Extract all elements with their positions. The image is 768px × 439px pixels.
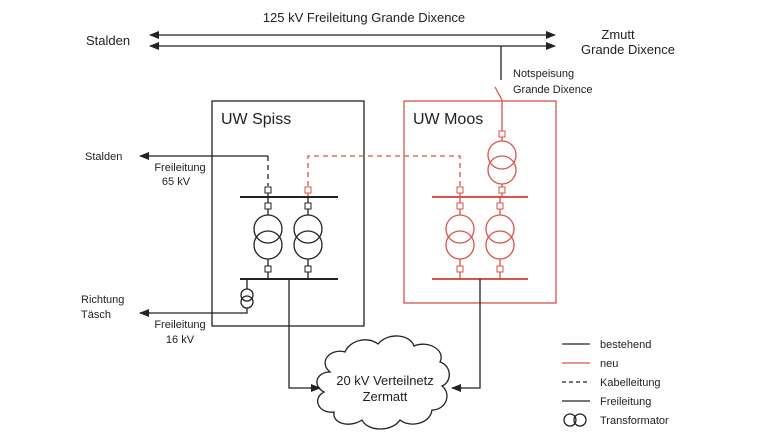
substation-spiss-title: UW Spiss	[221, 111, 291, 128]
legend: bestehend neu Kabelleitung Freileitung T…	[562, 339, 669, 427]
legend-label: neu	[600, 358, 618, 370]
switch-icon	[304, 265, 312, 273]
moos-transformer-2	[485, 197, 515, 279]
legend-item-transformer: Transformator	[563, 413, 669, 427]
switch-icon	[456, 265, 464, 273]
transformer-icon	[485, 214, 515, 244]
emergency-feed-label-2: Grande Dixence	[513, 84, 593, 96]
transformer-icon	[253, 214, 283, 244]
switch-icon	[304, 202, 312, 210]
cloud-label-1: 20 kV Verteilnetz	[336, 373, 434, 388]
legend-item-overhead: Freileitung	[562, 396, 651, 408]
emergency-feed-label-1: Notspeisung	[513, 68, 574, 80]
stalden-left-label: Stalden	[85, 151, 122, 163]
transformer-icon	[563, 413, 577, 427]
spiss-transformer-2	[293, 197, 323, 279]
line16-label-2: 16 kV	[166, 334, 195, 346]
line-moos-to-distribution	[456, 279, 481, 389]
switch-icon	[456, 186, 464, 194]
legend-item-cable: Kabelleitung	[562, 377, 661, 389]
cable-spiss-moos-new	[307, 155, 461, 186]
transformer-icon	[445, 214, 475, 244]
switch-icon	[304, 186, 312, 194]
switch-icon	[264, 186, 272, 194]
legend-label: bestehend	[600, 339, 651, 351]
switch-icon	[496, 202, 504, 210]
legend-label: Kabelleitung	[600, 377, 661, 389]
line-spiss-to-distribution	[288, 279, 318, 389]
line65-label-1: Freileitung	[154, 162, 205, 174]
legend-label: Freileitung	[600, 396, 651, 408]
distribution-cloud-icon	[316, 335, 450, 430]
legend-label: Transformator	[600, 415, 669, 427]
substation-spiss-box	[211, 100, 365, 327]
cloud-label-2: Zermatt	[363, 389, 408, 404]
switch-icon	[264, 265, 272, 273]
switch-icon	[498, 186, 506, 194]
transformer-icon	[293, 214, 323, 244]
switch-icon	[264, 202, 272, 210]
taesch-transformer	[140, 279, 254, 314]
switch-icon	[456, 202, 464, 210]
transformer-icon	[240, 288, 254, 302]
spiss-transformer-1	[253, 197, 283, 279]
moos-transformer-1	[445, 197, 475, 279]
moos-feed-transformer	[487, 130, 517, 197]
line65-label-2: 65 kV	[162, 176, 191, 188]
taesch-label-2: Täsch	[81, 309, 111, 321]
legend-item-existing: bestehend	[562, 339, 651, 351]
top-left-label: Stalden	[86, 33, 130, 48]
switch-icon	[498, 130, 506, 138]
substation-moos-title: UW Moos	[413, 111, 483, 128]
legend-item-new: neu	[562, 358, 618, 370]
switch-icon	[496, 265, 504, 273]
top-line-title: 125 kV Freileitung Grande Dixence	[263, 10, 465, 25]
transformer-icon	[487, 140, 517, 170]
emergency-switch-icon	[494, 86, 503, 101]
taesch-label-1: Richtung	[81, 294, 124, 306]
top-right-label-2: Grande Dixence	[581, 42, 675, 57]
line16-label-1: Freileitung	[154, 319, 205, 331]
top-right-label-1: Zmutt	[601, 27, 635, 42]
substation-moos-box	[403, 100, 557, 304]
